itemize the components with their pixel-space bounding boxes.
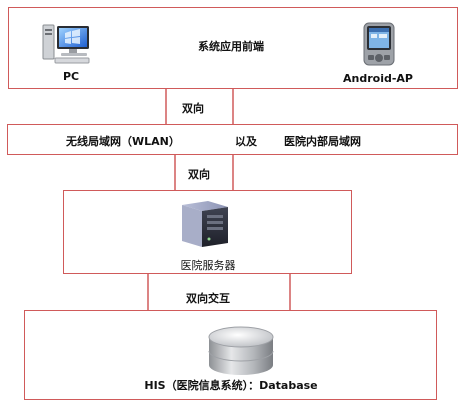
pda-device-icon xyxy=(363,22,395,66)
link-label-bidirectional-2: 双向 xyxy=(188,168,210,181)
database-icon xyxy=(208,326,274,375)
lan-label: 医院内部局域网 xyxy=(284,135,361,148)
pc-label: PC xyxy=(63,70,80,83)
frontend-title: 系统应用前端 xyxy=(198,40,264,53)
server-icon xyxy=(182,201,228,247)
server-box: 医院服务器 xyxy=(63,190,352,274)
computer-icon xyxy=(42,24,90,64)
android-ap-label: Android-AP xyxy=(343,72,413,85)
link-label-bidirectional-interaction: 双向交互 xyxy=(186,292,230,305)
and-label: 以及 xyxy=(235,135,257,148)
database-box: HIS（医院信息系统）：Database xyxy=(24,310,437,400)
network-box: 无线局域网（WLAN） 以及 医院内部局域网 xyxy=(7,124,458,155)
frontend-box: PC 系统应用前端 Android-AP xyxy=(8,7,458,89)
server-label: 医院服务器 xyxy=(180,259,236,272)
wlan-label: 无线局域网（WLAN） xyxy=(66,135,180,148)
database-label: HIS（医院信息系统）：Database xyxy=(144,379,318,392)
link-label-bidirectional-1: 双向 xyxy=(182,102,204,115)
